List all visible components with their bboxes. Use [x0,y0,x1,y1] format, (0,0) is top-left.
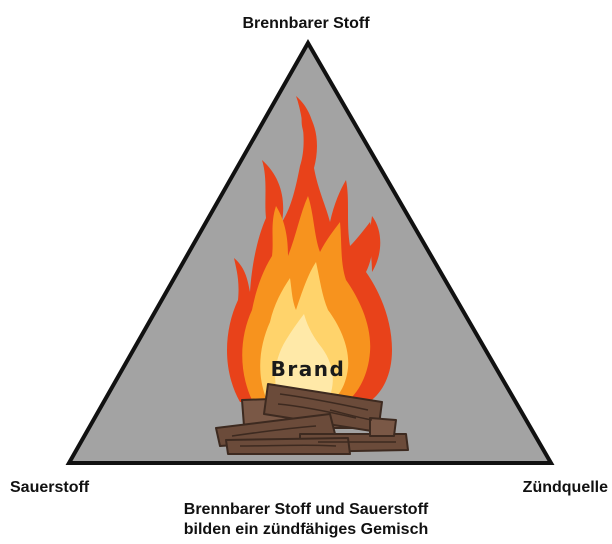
vertex-label-fuel: Brennbarer Stoff [242,15,370,32]
fire-icon: Brand [215,96,409,455]
flame-tongue-right [370,216,381,272]
vertex-label-oxygen: Sauerstoff [10,479,90,496]
wood-logs-icon [215,383,409,455]
caption-line-2: bilden ein zündfähiges Gemisch [183,521,429,538]
log [369,417,397,437]
base-caption: Brennbarer Stoff und Sauerstoff bilden e… [0,500,612,540]
flame-tongue-top [296,96,315,150]
center-label-brand: Brand [271,357,346,381]
vertex-label-ignition-source: Zündquelle [522,479,608,496]
caption-line-1: Brennbarer Stoff und Sauerstoff [183,501,429,518]
flame-core [275,314,333,396]
